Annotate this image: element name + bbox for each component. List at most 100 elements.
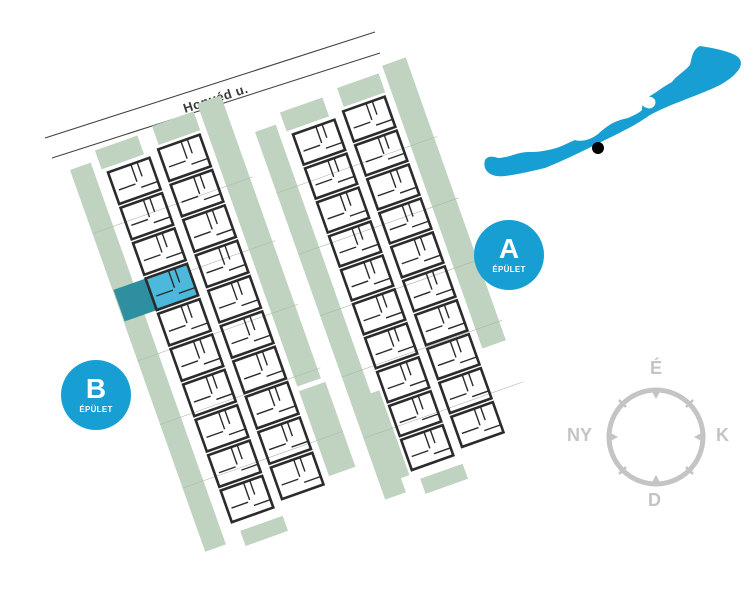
compass-tick-ne bbox=[685, 399, 694, 408]
apartment-unit bbox=[315, 185, 371, 235]
interior-wall bbox=[435, 288, 453, 296]
interior-wall bbox=[166, 251, 184, 259]
highlight-garden bbox=[113, 278, 157, 322]
unit-outline bbox=[131, 226, 188, 277]
interior-wall bbox=[333, 157, 340, 172]
unit-outline bbox=[156, 133, 213, 183]
building-a-badge[interactable]: A ÉPÜLET bbox=[474, 220, 544, 290]
apartment-unit[interactable] bbox=[113, 262, 200, 322]
unit-outline bbox=[291, 118, 347, 167]
plot-divider bbox=[363, 381, 524, 439]
unit-outline bbox=[327, 219, 383, 269]
interior-wall bbox=[231, 337, 249, 345]
interior-wall bbox=[199, 174, 206, 189]
interior-wall bbox=[449, 340, 457, 358]
apartment-unit bbox=[156, 133, 213, 183]
unit-outline bbox=[231, 345, 288, 395]
interior-wall bbox=[181, 360, 199, 368]
interior-wall bbox=[461, 426, 479, 435]
unit-outline bbox=[169, 168, 226, 218]
apartment-unit bbox=[341, 95, 397, 144]
apartment-unit bbox=[437, 366, 494, 415]
interior-wall bbox=[267, 388, 276, 407]
interior-wall bbox=[411, 449, 429, 458]
apartment-unit bbox=[131, 226, 188, 277]
interior-wall bbox=[399, 186, 417, 194]
interior-wall bbox=[141, 180, 159, 188]
interior-wall bbox=[389, 170, 397, 189]
interior-wall bbox=[325, 141, 343, 149]
location-dot bbox=[592, 142, 604, 154]
interior-wall bbox=[431, 270, 438, 285]
unit-outline bbox=[413, 298, 470, 347]
interior-wall bbox=[193, 231, 211, 239]
unit-outline bbox=[256, 415, 313, 466]
plot-divider bbox=[298, 197, 459, 255]
interior-wall bbox=[236, 444, 243, 460]
apartment-unit bbox=[156, 297, 213, 348]
street-edge-north bbox=[44, 31, 376, 139]
unit-outline bbox=[341, 95, 397, 144]
plot-divider bbox=[319, 258, 481, 317]
unit-outline bbox=[351, 287, 407, 336]
interior-wall bbox=[399, 363, 407, 381]
interior-wall bbox=[363, 261, 371, 279]
apartment-unit bbox=[291, 118, 347, 167]
compass-tick-se bbox=[685, 466, 694, 475]
plot-divider bbox=[276, 136, 438, 194]
interior-wall bbox=[218, 466, 236, 474]
unit-outline bbox=[315, 185, 371, 235]
interior-wall bbox=[281, 478, 299, 486]
apartment-unit bbox=[256, 415, 313, 466]
green-strip-bottom bbox=[420, 463, 468, 494]
interior-wall bbox=[365, 103, 373, 121]
interior-wall bbox=[118, 183, 136, 191]
unit-outline bbox=[269, 451, 326, 501]
lake-balaton bbox=[484, 46, 741, 177]
interior-wall bbox=[186, 138, 193, 154]
interior-wall bbox=[393, 327, 400, 342]
interior-wall bbox=[401, 204, 409, 222]
interior-wall bbox=[173, 267, 181, 283]
apartment-unit bbox=[387, 389, 443, 438]
interior-wall bbox=[327, 160, 335, 178]
green-strip-top-right bbox=[337, 73, 386, 107]
interior-wall bbox=[255, 353, 263, 372]
unit-outline bbox=[106, 156, 163, 206]
interior-wall bbox=[286, 421, 294, 437]
apartment-unit bbox=[399, 423, 455, 472]
interior-wall bbox=[429, 429, 436, 444]
interior-wall bbox=[339, 246, 357, 254]
building-a-sublabel: ÉPÜLET bbox=[492, 265, 526, 274]
building-b[interactable] bbox=[63, 94, 368, 559]
compass-south-label: D bbox=[648, 490, 661, 510]
interior-wall bbox=[409, 379, 427, 387]
tihany-gap bbox=[641, 96, 656, 109]
unit-outline bbox=[389, 230, 446, 279]
highlight-unit bbox=[145, 263, 199, 311]
interior-wall bbox=[387, 329, 395, 347]
unit-outline bbox=[181, 368, 238, 418]
interior-wall bbox=[413, 291, 431, 299]
interior-wall bbox=[423, 254, 441, 262]
green-strip-right bbox=[197, 95, 321, 387]
green-strip-top-left bbox=[279, 97, 330, 132]
unit-outline bbox=[363, 321, 419, 370]
interior-wall bbox=[383, 134, 390, 149]
building-a[interactable] bbox=[248, 56, 548, 507]
interior-wall bbox=[345, 191, 352, 206]
interior-wall bbox=[373, 277, 391, 285]
interior-wall bbox=[321, 123, 328, 138]
unit-outline bbox=[377, 196, 434, 246]
compass-tick-nw bbox=[618, 399, 627, 408]
interior-wall bbox=[266, 369, 284, 378]
interior-wall bbox=[192, 176, 201, 195]
interior-wall bbox=[437, 306, 445, 324]
interior-wall bbox=[242, 482, 251, 501]
building-b-badge[interactable]: B ÉPÜLET bbox=[61, 360, 131, 430]
interior-wall bbox=[371, 100, 378, 115]
unit-outline bbox=[143, 262, 200, 312]
interior-wall bbox=[206, 430, 224, 439]
interior-wall bbox=[192, 340, 201, 359]
interior-wall bbox=[327, 212, 345, 220]
